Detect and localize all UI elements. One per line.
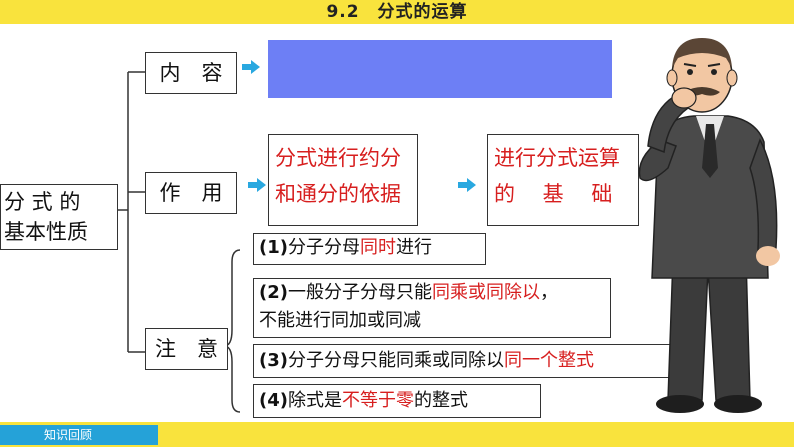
use-box1-line-2: 和通分的依据 — [275, 182, 401, 206]
note-2-tail: ， — [539, 282, 558, 303]
note-3-text: 分子分母只能同乘或同除以 — [287, 350, 504, 371]
root-concept-box: 分 式 的 基本性质 — [0, 184, 118, 250]
content-answer-box — [268, 40, 612, 98]
use-box2-line-1: 进行分式运算 — [494, 146, 620, 170]
note-item-2: (2)一般分子分母只能同乘或同除以， 不能进行同加或同减 — [253, 278, 611, 338]
note-2-text: 一般分子分母只能 — [287, 282, 432, 303]
note-1-tail: 进行 — [395, 237, 432, 258]
root-line-1: 分 式 的 — [4, 190, 81, 214]
content-label-box: 内 容 — [145, 52, 237, 94]
arrow-right-icon — [458, 178, 476, 192]
note-1-text: 分子分母 — [287, 237, 360, 258]
use-label-box: 作 用 — [145, 172, 237, 214]
use-box-operation: 进行分式运算 的 基 础 — [487, 134, 639, 226]
root-line-2: 基本性质 — [4, 220, 88, 244]
notes-label-box: 注 意 — [145, 328, 228, 370]
use-box-reduction: 分式进行约分 和通分的依据 — [268, 134, 418, 226]
header-bar — [0, 0, 794, 24]
note-2-highlight: 同乘或同除以 — [431, 282, 540, 303]
note-2-number: (2) — [259, 282, 288, 303]
note-1-number: (1) — [259, 237, 288, 258]
use-box1-line-1: 分式进行约分 — [275, 146, 401, 170]
note-4-tail: 的整式 — [413, 390, 468, 411]
note-3-number: (3) — [259, 350, 288, 371]
teacher-illustration — [638, 38, 780, 413]
arrow-right-icon — [248, 178, 266, 192]
section-tag: 知识回顾 — [0, 425, 158, 445]
note-item-4: (4)除式是不等于零的整式 — [253, 384, 541, 418]
note-4-number: (4) — [259, 390, 288, 411]
note-item-1: (1)分子分母同时进行 — [253, 233, 486, 265]
page-title: 9.2 分式的运算 — [326, 2, 468, 22]
note-1-highlight: 同时 — [359, 237, 396, 258]
note-4-text: 除式是 — [287, 390, 342, 411]
arrow-right-icon — [242, 60, 260, 74]
note-2-line-2: 不能进行同加或同减 — [259, 310, 421, 331]
note-item-3: (3)分子分母只能同乘或同除以同一个整式 — [253, 344, 686, 378]
note-3-highlight: 同一个整式 — [503, 350, 594, 371]
use-box2-line-2: 的 基 础 — [494, 182, 613, 206]
note-4-highlight: 不等于零 — [341, 390, 414, 411]
